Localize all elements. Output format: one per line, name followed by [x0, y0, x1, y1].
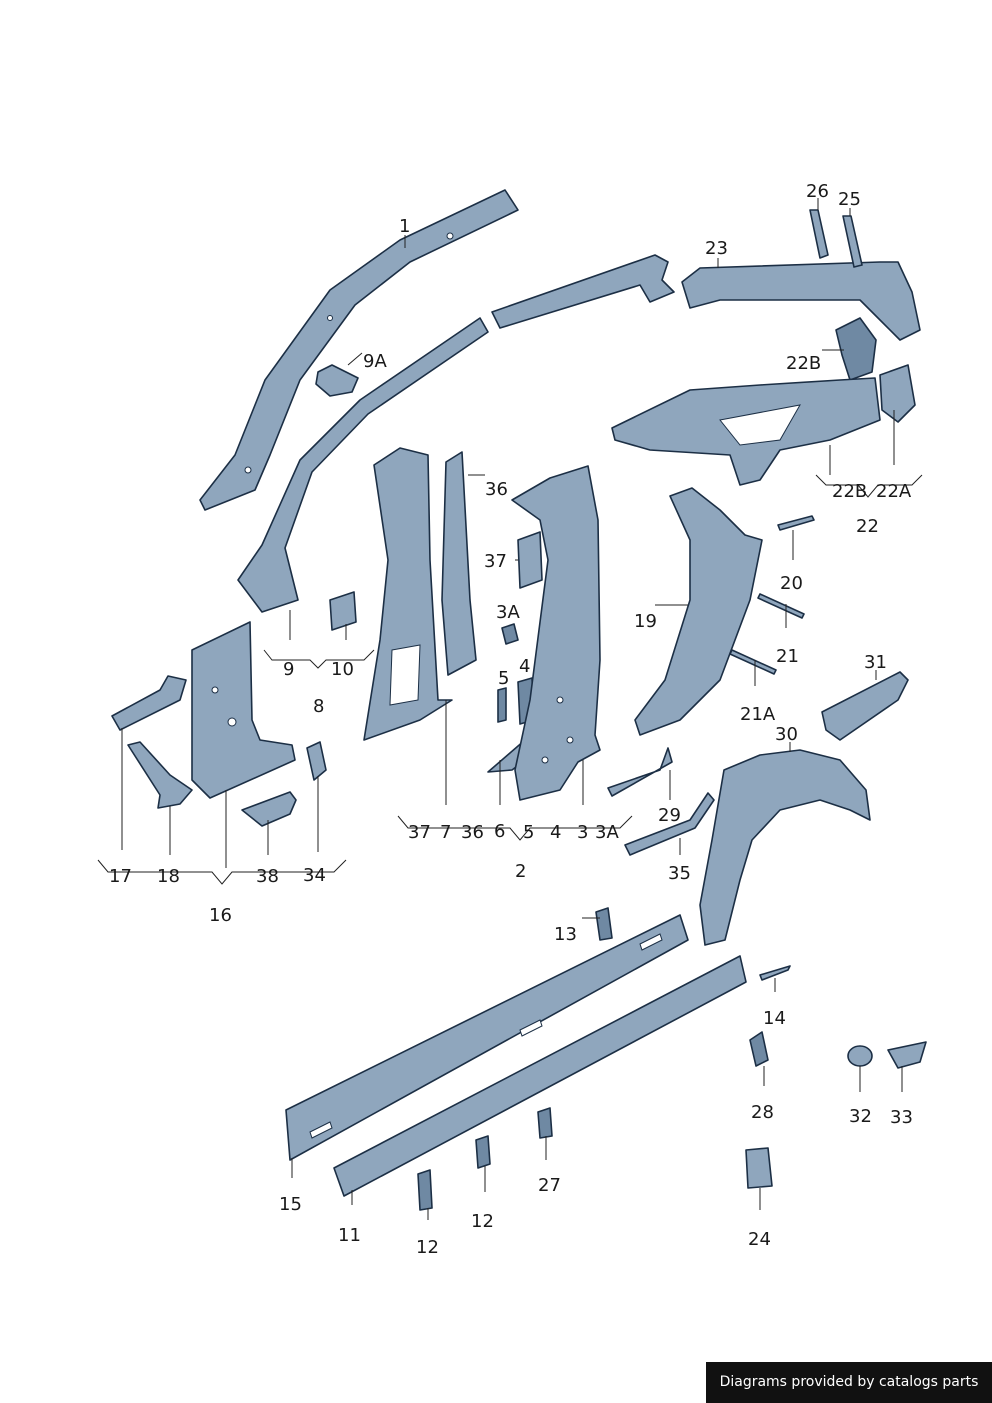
- part-22b-bracket[interactable]: [835, 317, 877, 381]
- label-3a[interactable]: 3A: [496, 602, 520, 623]
- label-9a[interactable]: 9A: [363, 351, 387, 372]
- label-22b[interactable]: 22B: [832, 481, 867, 502]
- label-35[interactable]: 35: [668, 863, 691, 884]
- part-38-plate[interactable]: [241, 791, 297, 827]
- label-38[interactable]: 38: [256, 866, 279, 887]
- part-3a-clip[interactable]: [501, 623, 519, 645]
- part-31-bracket[interactable]: [821, 671, 909, 741]
- label-26[interactable]: 26: [806, 181, 829, 202]
- label-7[interactable]: 7: [440, 822, 451, 843]
- label-21[interactable]: 21: [776, 646, 799, 667]
- label-3[interactable]: 3: [577, 822, 588, 843]
- label-30[interactable]: 30: [775, 724, 798, 745]
- label-9[interactable]: 9: [283, 659, 294, 680]
- label-12a[interactable]: 12: [471, 1211, 494, 1232]
- label-37[interactable]: 37: [484, 551, 507, 572]
- part-35-strip[interactable]: [624, 792, 715, 856]
- label-4[interactable]: 4: [519, 656, 530, 677]
- part-17-bracket[interactable]: [111, 675, 187, 731]
- part-13-clip[interactable]: [595, 907, 613, 941]
- label-15[interactable]: 15: [279, 1194, 302, 1215]
- part-12-clip-upper[interactable]: [475, 1135, 491, 1169]
- part-10-plate[interactable]: [329, 591, 357, 631]
- part-32-plug[interactable]: [847, 1045, 873, 1067]
- part-11-inner-sill[interactable]: [333, 955, 747, 1197]
- label-11[interactable]: 11: [338, 1225, 361, 1246]
- label-22[interactable]: 22: [856, 516, 879, 537]
- label-24[interactable]: 24: [748, 1229, 771, 1250]
- label-12b[interactable]: 12: [416, 1237, 439, 1258]
- leader-lines: [97, 198, 923, 1220]
- label-34[interactable]: 34: [303, 865, 326, 886]
- part-26-strip[interactable]: [809, 209, 829, 259]
- label-10[interactable]: 10: [331, 659, 354, 680]
- part-34-clip[interactable]: [306, 741, 327, 781]
- label-4b[interactable]: 4: [550, 822, 561, 843]
- label-6[interactable]: 6: [494, 821, 505, 842]
- part-19-arch[interactable]: [634, 487, 763, 736]
- label-29[interactable]: 29: [658, 805, 681, 826]
- part-33-plug[interactable]: [887, 1041, 927, 1069]
- label-22a[interactable]: 22A: [876, 481, 912, 502]
- part-15-outer-sill[interactable]: [285, 914, 689, 1161]
- part-30-wheel-arch[interactable]: [699, 749, 871, 946]
- label-21a[interactable]: 21A: [740, 704, 776, 725]
- part-25-strip[interactable]: [842, 215, 863, 268]
- part-9a-bracket[interactable]: [315, 364, 359, 397]
- part-24-plug[interactable]: [745, 1147, 773, 1189]
- label-33[interactable]: 33: [890, 1107, 913, 1128]
- label-37b[interactable]: 37: [408, 822, 431, 843]
- label-13[interactable]: 13: [554, 924, 577, 945]
- label-17[interactable]: 17: [109, 866, 132, 887]
- part-12-clip-lower[interactable]: [417, 1169, 433, 1211]
- label-36[interactable]: 36: [485, 479, 508, 500]
- label-5[interactable]: 5: [498, 668, 509, 689]
- part-36-reinforcement[interactable]: [441, 451, 477, 676]
- label-32[interactable]: 32: [849, 1106, 872, 1127]
- part-16-hinge-pillar[interactable]: [191, 621, 296, 799]
- label-27[interactable]: 27: [538, 1175, 561, 1196]
- label-36b[interactable]: 36: [461, 822, 484, 843]
- part-20-stud[interactable]: [777, 515, 815, 531]
- part-7-b-pillar-inner[interactable]: [363, 447, 453, 741]
- labels: 1 9A 23 26 25 22B 36 37 3A 5 4 19 20 21 …: [109, 181, 913, 1258]
- credit-banner: Diagrams provided by catalogs parts: [706, 1362, 992, 1403]
- label-14[interactable]: 14: [763, 1008, 786, 1029]
- part-3-b-pillar-outer[interactable]: [511, 465, 601, 801]
- part-roof-rail-rear[interactable]: [491, 254, 675, 329]
- part-21a-stud[interactable]: [729, 649, 777, 675]
- label-18[interactable]: 18: [157, 866, 180, 887]
- label-19[interactable]: 19: [634, 611, 657, 632]
- part-18-bracket[interactable]: [127, 741, 193, 809]
- label-31[interactable]: 31: [864, 652, 887, 673]
- part-28-clip[interactable]: [749, 1031, 769, 1067]
- label-25[interactable]: 25: [838, 189, 861, 210]
- label-20[interactable]: 20: [780, 573, 803, 594]
- part-14-strip[interactable]: [759, 965, 791, 981]
- part-29-strip[interactable]: [607, 747, 673, 797]
- part-5-clip[interactable]: [497, 687, 507, 723]
- part-22-quarter-inner[interactable]: [611, 377, 881, 486]
- label-5b[interactable]: 5: [523, 822, 534, 843]
- label-22b-top[interactable]: 22B: [786, 353, 821, 374]
- part-23-rear-rail[interactable]: [681, 261, 921, 341]
- label-2[interactable]: 2: [515, 861, 526, 882]
- part-21-stud[interactable]: [757, 593, 805, 619]
- label-3a-b[interactable]: 3A: [595, 822, 619, 843]
- label-23[interactable]: 23: [705, 238, 728, 259]
- part-22a-panel[interactable]: [879, 364, 916, 423]
- part-27-clip[interactable]: [537, 1107, 553, 1139]
- label-16[interactable]: 16: [209, 905, 232, 926]
- label-8[interactable]: 8: [313, 696, 324, 717]
- part-37-panel[interactable]: [517, 531, 543, 589]
- label-1[interactable]: 1: [399, 216, 410, 237]
- part-9-inner-rail[interactable]: [237, 317, 489, 613]
- part-1-a-pillar-rail[interactable]: [199, 189, 519, 511]
- label-28[interactable]: 28: [751, 1102, 774, 1123]
